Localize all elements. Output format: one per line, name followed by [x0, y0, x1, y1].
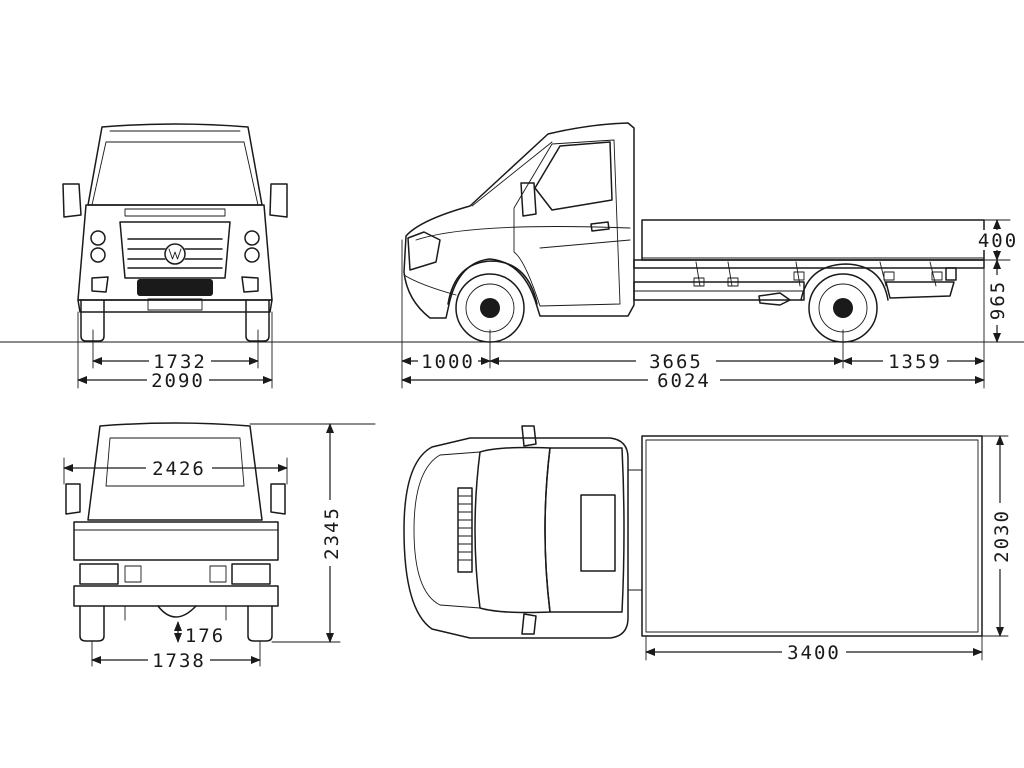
front-overhang-label: 1000 — [421, 351, 475, 373]
overall-length-label: 6024 — [657, 370, 711, 392]
bed-length-label: 3400 — [787, 642, 841, 664]
rear-overhang-label: 1359 — [888, 351, 942, 373]
front-dimensions: 1732 2090 — [77, 311, 273, 392]
rear-view — [65, 422, 286, 642]
top-dimensions: 2030 3400 — [645, 435, 1013, 664]
ground-clearance-label: 176 — [185, 625, 225, 647]
rear-track-label: 1738 — [152, 650, 206, 672]
front-track-label: 1732 — [153, 351, 207, 373]
wheelbase-label: 3665 — [649, 351, 703, 373]
overall-height-label: 2345 — [321, 506, 343, 560]
front-view — [62, 123, 288, 342]
front-overall-width-label: 2090 — [151, 370, 205, 392]
bed-side-height-label: 400 — [978, 230, 1018, 252]
top-view — [403, 425, 983, 639]
vw-badge-icon — [164, 243, 186, 265]
rear-dimensions: 2426 2345 176 1738 — [63, 423, 376, 672]
side-view — [403, 122, 985, 343]
bed-width-label: 2030 — [991, 509, 1013, 563]
side-dimensions: 1000 3665 1359 6024 400 965 — [401, 219, 1020, 392]
bed-floor-height-label: 965 — [987, 280, 1009, 320]
rear-width-label: 2426 — [152, 458, 206, 480]
